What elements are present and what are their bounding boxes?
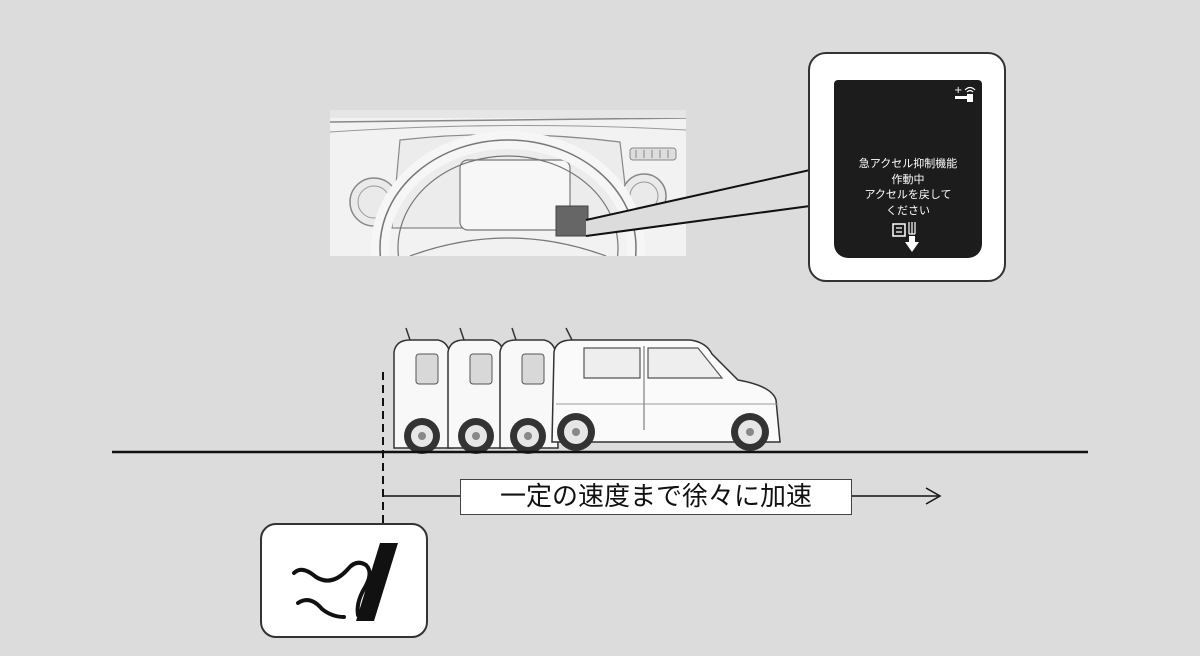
- svg-text:+: +: [954, 85, 962, 96]
- warning-line-2: 作動中: [891, 172, 925, 186]
- car-ghost-3: [499, 327, 559, 455]
- warning-line-4: ください: [886, 203, 930, 217]
- car-ghost-1: [393, 327, 453, 455]
- accelerator-release-icon: [892, 222, 919, 252]
- car-ghost-2: [447, 327, 507, 455]
- arrow-right-icon: [925, 487, 942, 505]
- display-callout: + 急アクセル抑制機能 作動中 アクセルを戻して ください: [808, 52, 1006, 282]
- foot-on-accelerator-icon: [292, 543, 398, 621]
- warning-line-1: 急アクセル抑制機能: [858, 157, 958, 170]
- key-signal-icon: +: [954, 85, 976, 102]
- warning-message: 急アクセル抑制機能 作動中 アクセルを戻して ください: [834, 156, 982, 218]
- car-final: [551, 327, 781, 451]
- dashboard-illustration: [330, 110, 686, 256]
- acceleration-caption: 一定の速度まで徐々に加速: [460, 479, 852, 515]
- pedal-icon-box: [260, 523, 428, 638]
- warning-line-3: アクセルを戻して: [864, 188, 952, 201]
- multi-information-display: + 急アクセル抑制機能 作動中 アクセルを戻して ください: [834, 80, 982, 258]
